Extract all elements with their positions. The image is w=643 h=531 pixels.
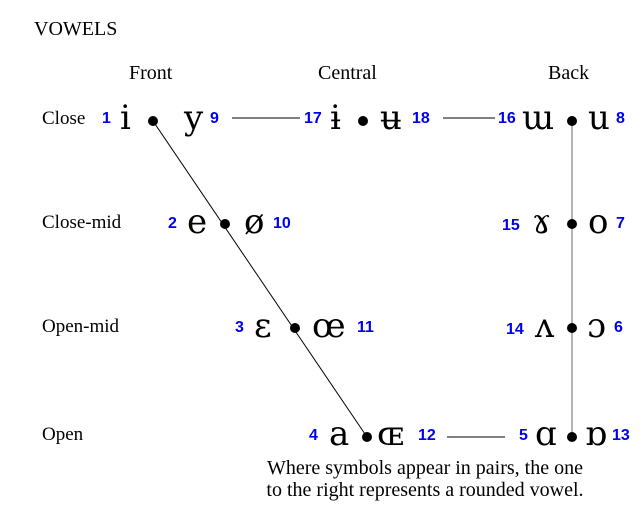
vowel-symbol: ɨ	[330, 98, 341, 138]
vowel-number: 4	[309, 427, 318, 444]
vowel-symbol: ɛ	[254, 306, 272, 346]
vowel-number: 2	[168, 215, 177, 232]
dot-open-mid-front	[290, 323, 300, 333]
vowel-symbol: a	[329, 414, 350, 454]
vowel-number: 7	[616, 215, 625, 232]
vowel-symbol: ɑ	[535, 414, 557, 454]
vowel-number: 16	[498, 110, 516, 127]
vowel-symbol: ɶ	[377, 414, 404, 454]
dot-close-front	[148, 116, 158, 126]
vowel-number: 18	[412, 110, 430, 127]
vowel-symbol: ɔ	[587, 306, 607, 346]
footnote: Where symbols appear in pairs, the one t…	[220, 457, 630, 501]
vowel-symbol: u	[588, 98, 610, 138]
vowel-symbol: ø	[244, 202, 265, 242]
vowel-symbol: ʉ	[380, 98, 402, 138]
vowel-symbol: ɤ	[532, 202, 552, 242]
footnote-line-1: Where symbols appear in pairs, the one	[266, 457, 583, 479]
column-header-central: Central	[318, 62, 377, 84]
vowel-number: 15	[502, 217, 520, 234]
vowel-number: 12	[418, 427, 436, 444]
chart-title: VOWELS	[34, 18, 118, 40]
dot-close-mid-front	[220, 219, 230, 229]
dot-open-front	[362, 432, 372, 442]
vowel-symbol: ɯ	[522, 98, 555, 138]
vowel-symbol: ɒ	[585, 414, 607, 454]
vowel-number: 8	[616, 110, 625, 127]
vowel-symbol: i	[120, 98, 131, 138]
vowel-symbol: e	[187, 202, 208, 242]
dot-open-mid-back	[567, 323, 577, 333]
vowel-number: 10	[273, 215, 291, 232]
vowel-number: 11	[357, 319, 374, 336]
vowel-symbol: œ	[312, 306, 346, 346]
vowel-symbol: y	[184, 98, 204, 138]
row-header-close: Close	[42, 108, 86, 129]
vowel-number: 1	[102, 110, 111, 127]
dot-close-central	[358, 116, 368, 126]
vowel-number: 6	[614, 319, 623, 336]
vowel-symbol: ʌ	[535, 306, 555, 346]
vowel-number: 9	[210, 110, 219, 127]
vowel-number: 14	[506, 321, 524, 338]
dot-close-back	[567, 116, 577, 126]
dot-close-mid-back	[567, 219, 577, 229]
dot-open-back	[567, 432, 577, 442]
column-header-front: Front	[129, 62, 173, 84]
vowel-number: 3	[235, 319, 244, 336]
row-header-open-mid: Open-mid	[42, 316, 120, 337]
vowel-symbol: o	[588, 202, 609, 242]
footnote-line-2: to the right represents a rounded vowel.	[266, 479, 584, 501]
vowel-number: 13	[612, 427, 630, 444]
row-header-open: Open	[42, 424, 84, 445]
vowel-number: 17	[304, 110, 322, 127]
front-edge-line	[152, 120, 368, 438]
column-header-back: Back	[548, 62, 590, 84]
row-header-close-mid: Close-mid	[42, 212, 122, 233]
vowel-number: 5	[519, 427, 528, 444]
